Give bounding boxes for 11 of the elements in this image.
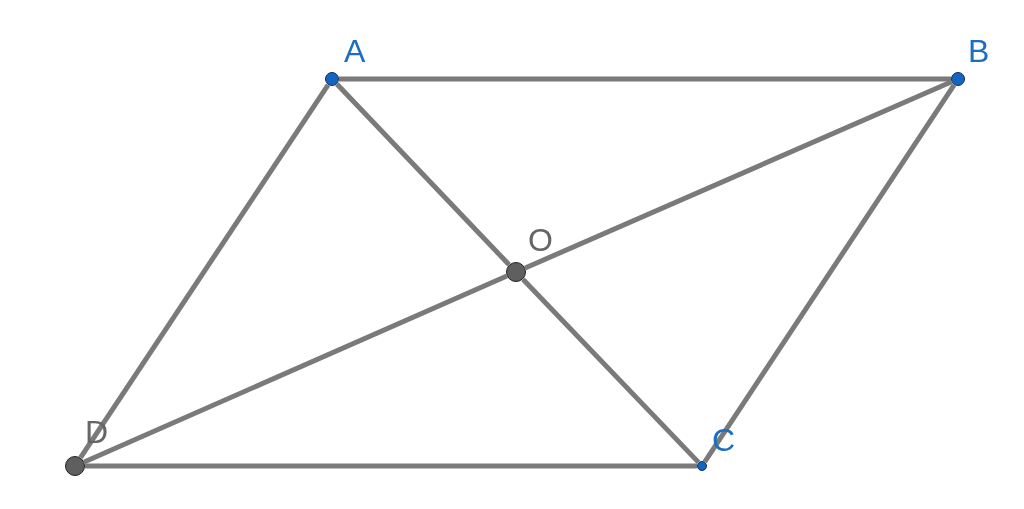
line-segment (521, 277, 701, 465)
line-segment (524, 79, 953, 271)
point-label: B (968, 35, 990, 67)
point-label: O (528, 224, 553, 256)
line-segment (335, 82, 511, 267)
point-label: A (344, 35, 366, 67)
line-segment (339, 76, 951, 82)
line-segment (85, 463, 697, 469)
line-segment (78, 83, 331, 460)
line-segment (702, 83, 957, 464)
line-segment (83, 273, 508, 465)
